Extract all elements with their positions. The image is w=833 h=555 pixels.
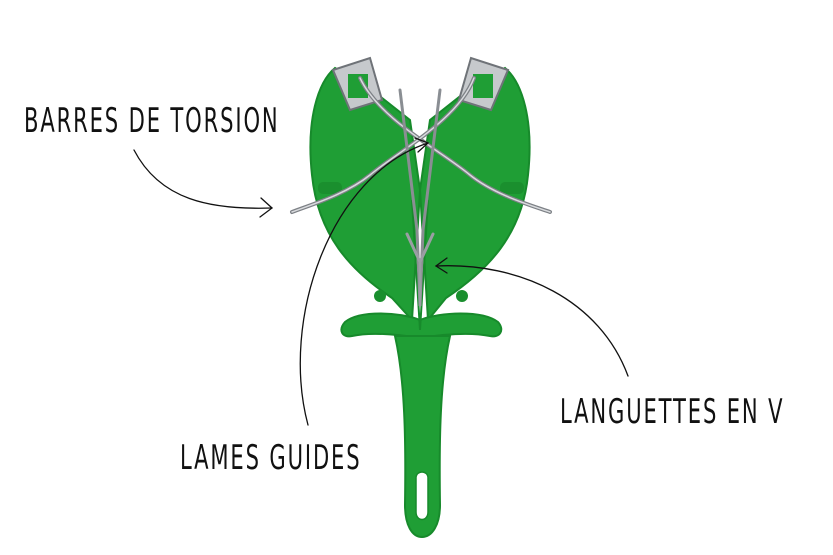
v-tabs	[405, 232, 435, 307]
center-groove	[411, 199, 429, 331]
arrow-v-tabs-head	[434, 257, 448, 274]
arrow-torsion-bars-head	[259, 197, 274, 218]
arrow-v-tabs	[435, 265, 629, 377]
torsion-bars	[290, 76, 552, 214]
right-tab	[500, 182, 524, 194]
torsion-bar-left-highlight	[359, 77, 551, 213]
left-tab	[318, 182, 342, 194]
metal-clips	[331, 56, 510, 112]
left-bump	[374, 290, 386, 302]
torsion-bars-label: BARRES DE TORSION	[24, 101, 280, 141]
arrow-guide-blades	[299, 142, 429, 426]
sharpener-body	[309, 66, 531, 539]
annotation-arrows	[133, 137, 629, 426]
arrow-guide-blades-head	[414, 137, 430, 153]
right-arm	[418, 66, 531, 323]
v-tabs-label: LANGUETTES EN V	[560, 392, 785, 432]
torsion-bar-right-highlight	[291, 77, 475, 213]
right-clip-inner	[473, 74, 493, 98]
left-arm	[309, 66, 422, 323]
handle	[393, 335, 452, 539]
right-bump	[456, 290, 468, 302]
handle-hole	[415, 471, 429, 521]
arrow-torsion-bars	[133, 149, 273, 209]
guide-blades-label: LAMES GUIDES	[180, 438, 362, 478]
